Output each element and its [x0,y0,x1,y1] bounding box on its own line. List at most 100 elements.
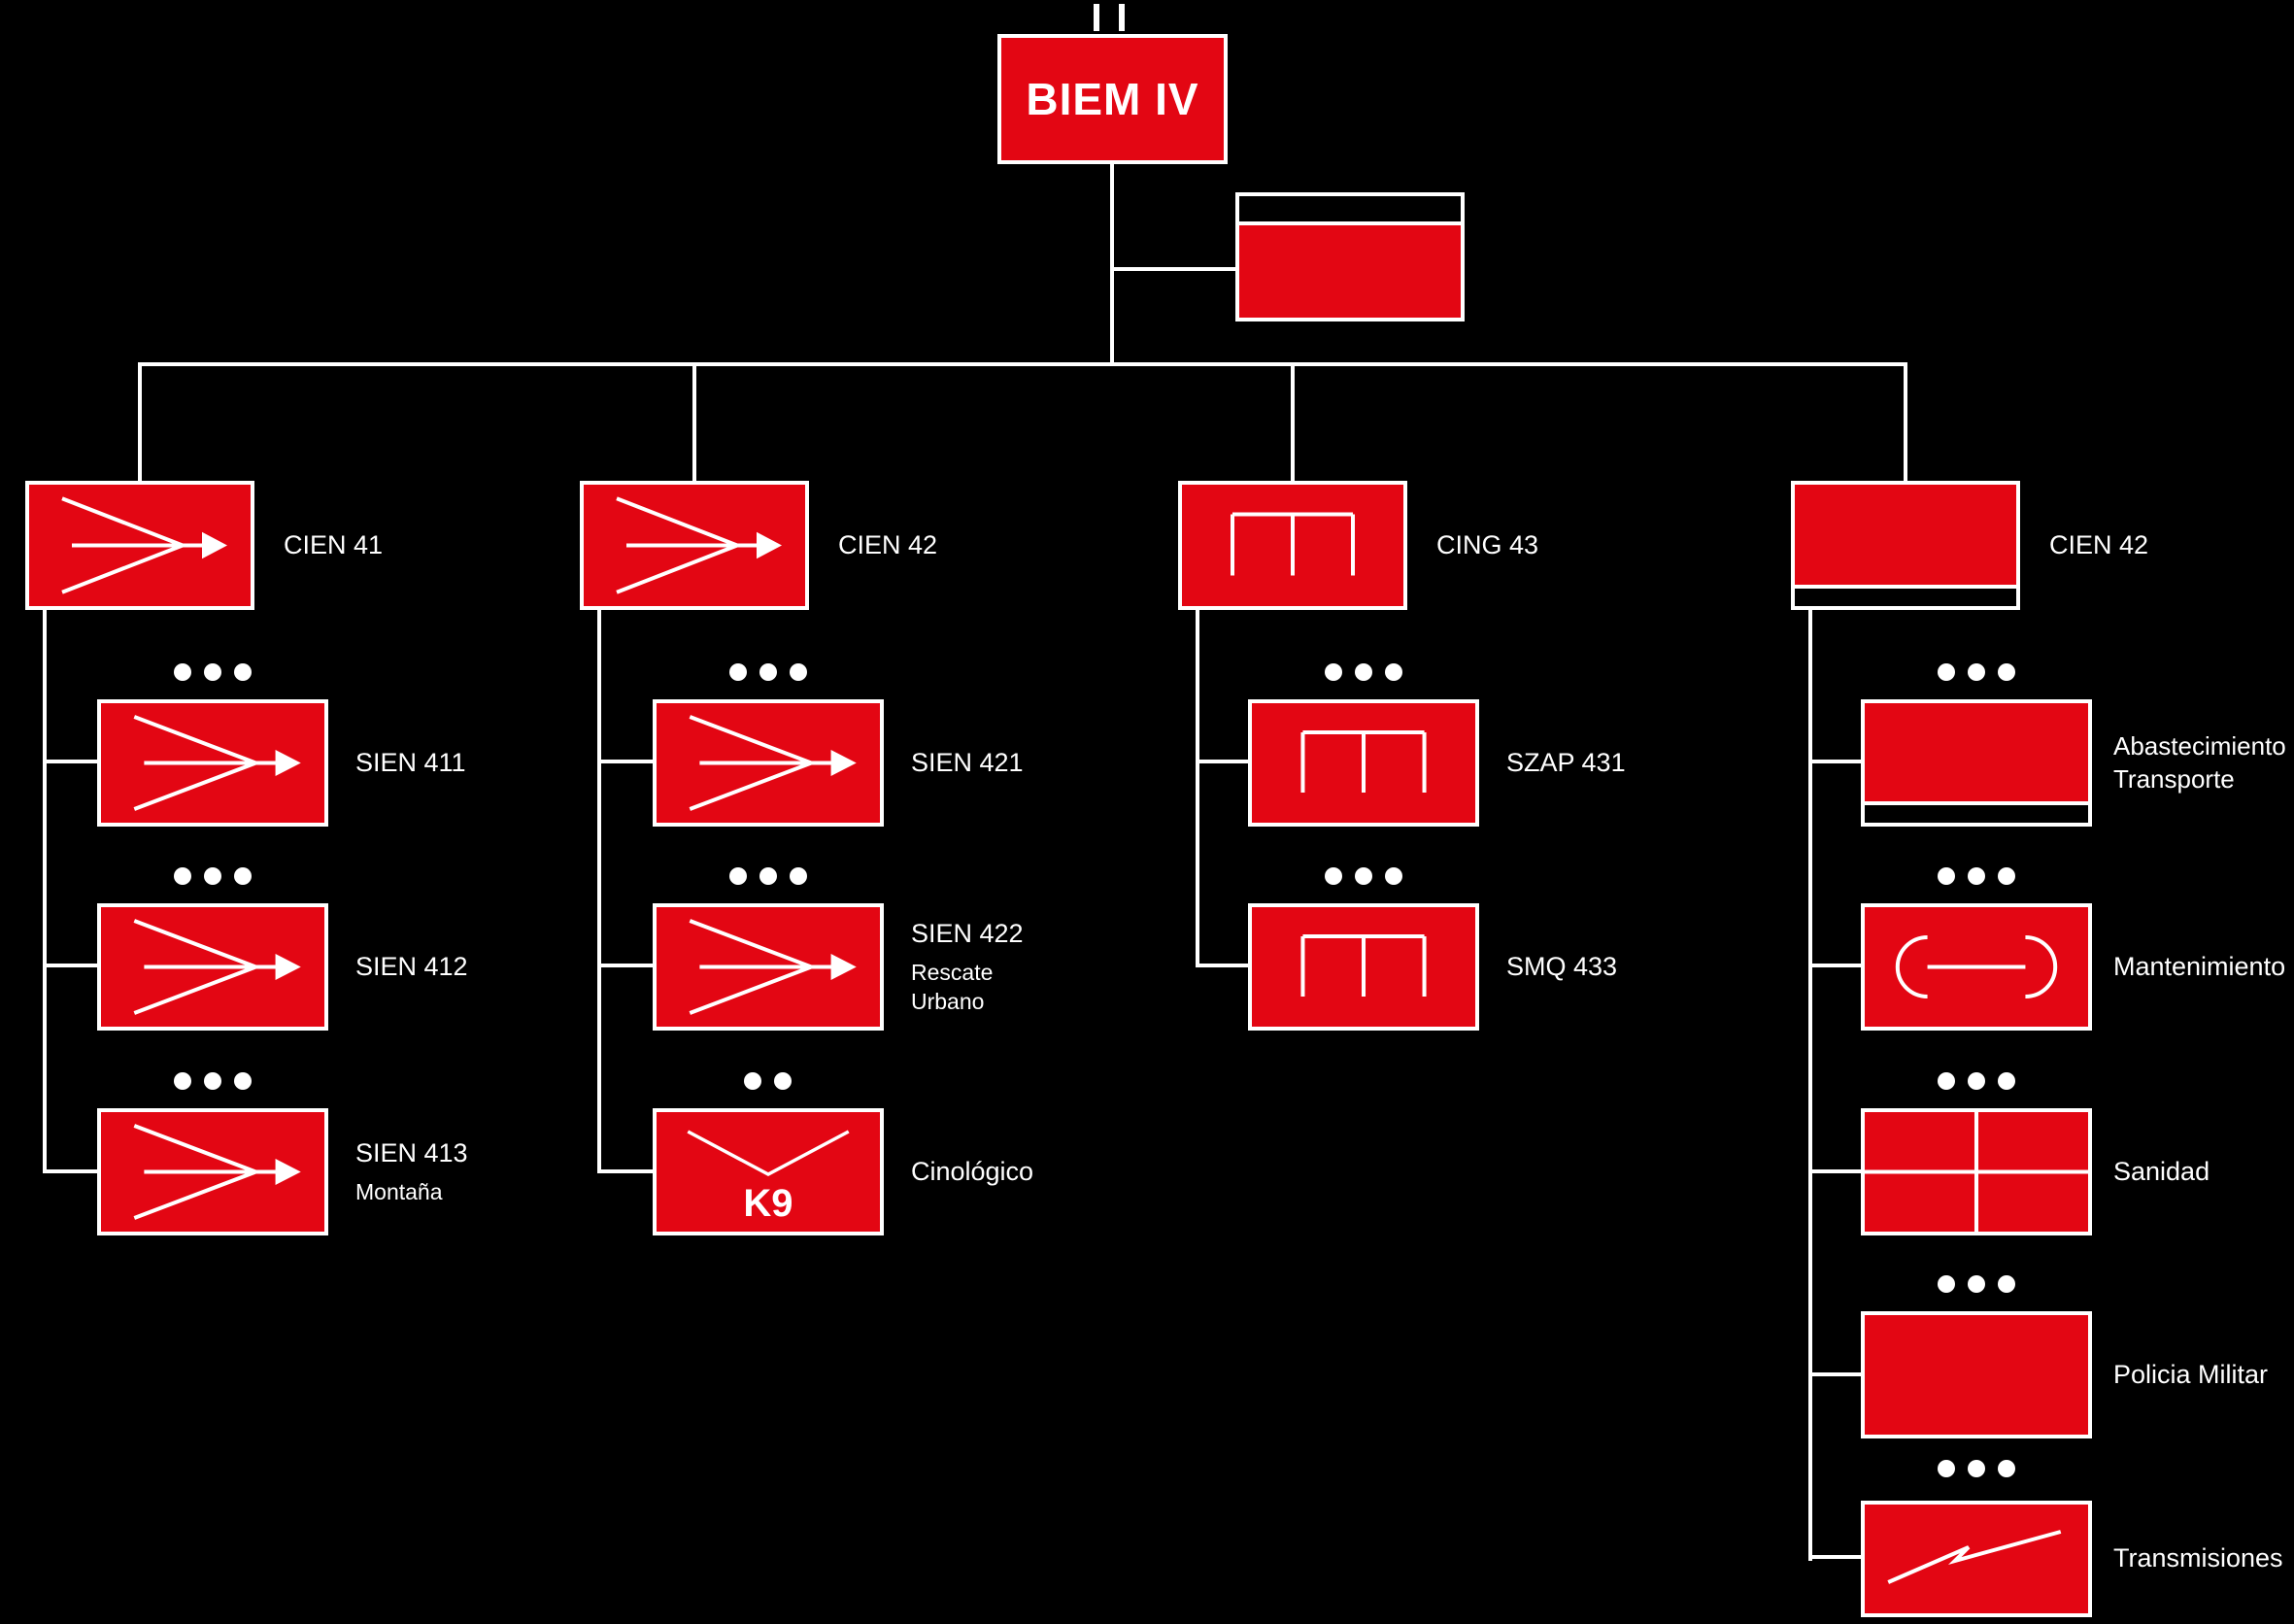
unit-label-text: SIEN 413 [355,1138,468,1167]
connector-line [1112,267,1235,271]
connector-line [1808,964,1863,967]
connector-line [597,1169,655,1173]
unit-label-text: Transmisiones [2113,1543,2283,1573]
unit-label-text: Sanidad [2113,1156,2210,1186]
connector-line [1808,1372,1863,1376]
signals-lightning-icon [1887,1530,2062,1584]
unit-box-sanidad [1861,1108,2092,1235]
engineer-symbol-icon [133,1124,301,1220]
unit-label: Abastecimiento Transporte [2113,699,2294,827]
unit-label: SMQ 433 [1506,903,1617,1031]
echelon-dot [1938,1460,1955,1477]
unit-box-sien-411 [97,699,328,827]
echelon-dots [174,867,252,885]
echelon-dot [1355,663,1372,681]
unit-label: CING 43 [1436,481,1538,610]
unit-box-cien-42 [580,481,809,610]
unit-box-k9: K9 [653,1108,884,1235]
echelon-dot [204,867,221,885]
engineer-symbol-icon [133,919,301,1015]
unit-label: CIEN 41 [284,481,383,610]
unit-label-text: SMQ 433 [1506,951,1618,981]
echelon-dot [1998,1460,2015,1477]
connector-line [1196,610,1199,967]
root-unit-label: BIEM IV [1026,74,1199,124]
connector-line [43,760,99,763]
unit-label-text: SIEN 422 [911,919,1024,949]
battalion-echelon-tick [1094,4,1099,31]
echelon-dot [759,663,777,681]
logistics-band [1865,801,2088,823]
unit-box-policia-militar [1861,1311,2092,1438]
echelon-dot [1968,867,1985,885]
connector-line [1808,760,1863,763]
connector-line [597,760,655,763]
echelon-dot [729,867,747,885]
connector-line [43,610,47,1173]
battalion-echelon-tick [1119,4,1125,31]
connector-line [1808,610,1812,1561]
unit-label-text: Policia Militar [2113,1359,2269,1389]
connector-line [1808,1555,1863,1559]
echelon-dot [204,663,221,681]
echelon-dot [174,1072,191,1090]
echelon-dots [1938,867,2015,885]
root-unit-box: BIEM IV [997,34,1228,164]
maintenance-symbol-icon [1895,935,2058,998]
unit-label-text: Abastecimiento Transporte [2113,730,2286,794]
echelon-dot [174,663,191,681]
bridge-symbol-icon [1300,730,1427,793]
connector-line [1904,362,1907,481]
echelon-dot [774,1072,792,1090]
echelon-dot [759,867,777,885]
echelon-dot [1998,1072,2015,1090]
echelon-dot [234,1072,252,1090]
unit-box-szap-431 [1248,699,1479,827]
unit-sublabel-text: Montaña [355,1179,443,1205]
unit-box-sien-412 [97,903,328,1031]
engineer-symbol-icon [689,919,857,1015]
unit-box-sien-421 [653,699,884,827]
unit-box-cien-41 [25,481,254,610]
unit-box-abastecimiento [1861,699,2092,827]
echelon-dot [1998,867,2015,885]
unit-label: Sanidad [2113,1108,2210,1235]
unit-label: Mantenimiento [2113,903,2285,1031]
unit-label: SIEN 412 [355,903,468,1031]
unit-box-smq-433 [1248,903,1479,1031]
unit-label-text: Mantenimiento [2113,951,2286,981]
k9-box-text: K9 [743,1182,793,1225]
unit-label: SIEN 421 [911,699,1024,827]
unit-box-sien-413 [97,1108,328,1235]
unit-label: SZAP 431 [1506,699,1626,827]
unit-label: CIEN 42 [838,481,937,610]
echelon-dot [790,663,807,681]
connector-line [1808,1169,1863,1173]
unit-label-text: Cinológico [911,1156,1034,1186]
connector-line [597,964,655,967]
echelon-dot [1998,1275,2015,1293]
echelon-dots [174,1072,252,1090]
unit-box-sien-422 [653,903,884,1031]
unit-label: Cinológico [911,1108,1033,1235]
connector-line [138,362,142,481]
unit-box-cing-43 [1178,481,1407,610]
echelon-dot [234,663,252,681]
unit-label-text: SIEN 411 [355,747,466,777]
echelon-dots [1325,663,1402,681]
echelon-dot [1968,1460,1985,1477]
echelon-dot [1325,663,1342,681]
hq-box [1235,192,1465,321]
unit-label: Transmisiones [2113,1501,2283,1617]
connector-line [1196,760,1250,763]
echelon-dots [1325,867,1402,885]
unit-label-text: CIEN 42 [2049,529,2149,559]
unit-label: SIEN 413 Montaña [355,1108,468,1235]
connector-line [43,964,99,967]
unit-label: SIEN 422 Rescate Urbano [911,903,1047,1031]
echelon-dot [1385,663,1402,681]
engineer-symbol-icon [616,496,782,594]
echelon-dot [1385,867,1402,885]
echelon-dot [1968,663,1985,681]
